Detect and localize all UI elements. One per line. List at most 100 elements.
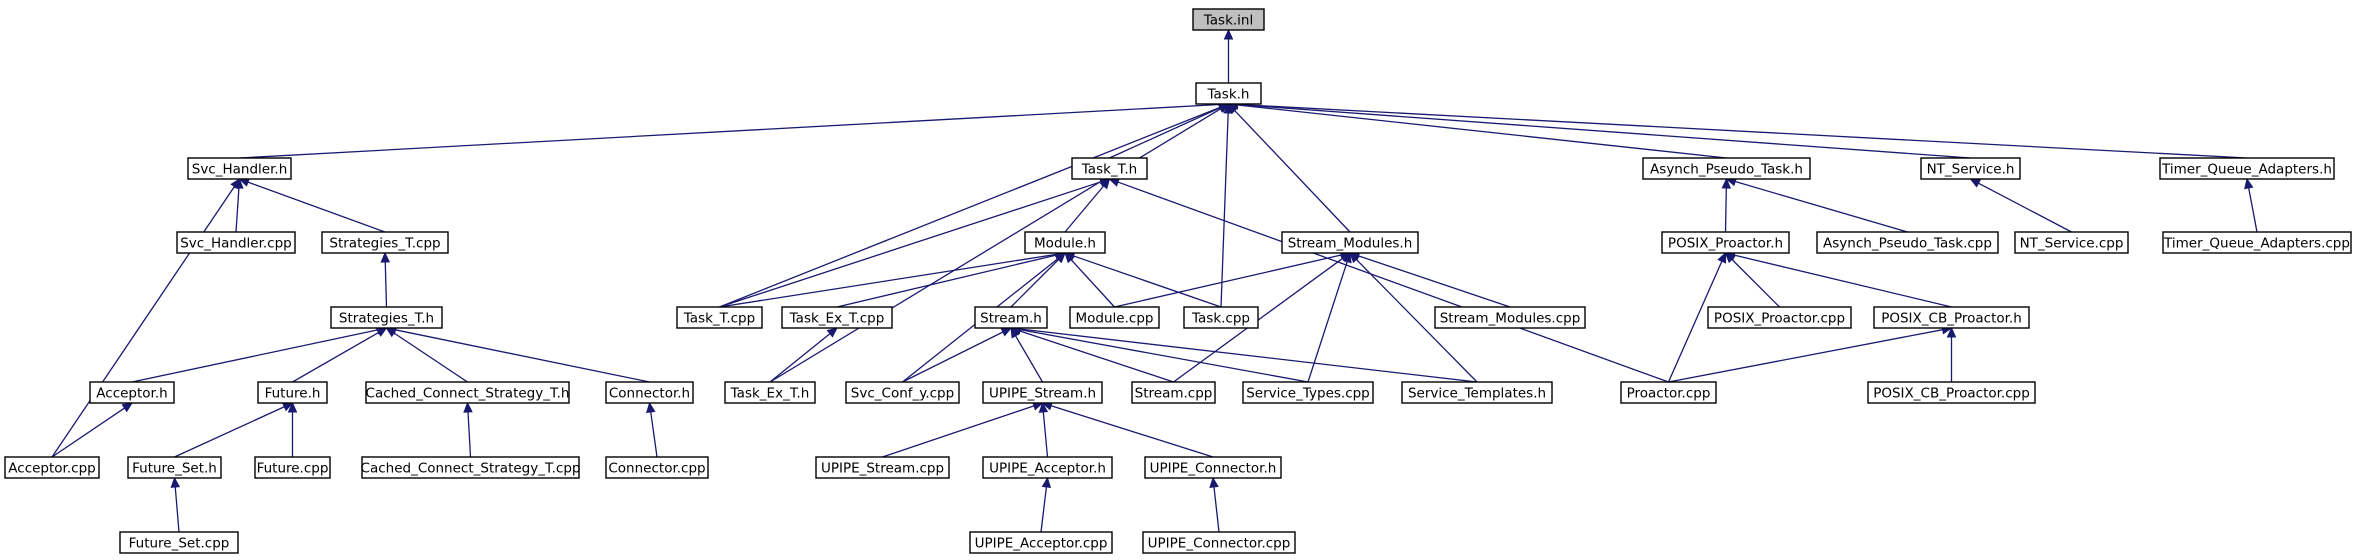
node-label: Task.h xyxy=(1207,87,1250,103)
node-module-cpp[interactable]: Module.cpp xyxy=(1069,306,1160,329)
node-timer-queue-adapters-h[interactable]: Timer_Queue_Adapters.h xyxy=(2159,157,2335,180)
node-service-templates-h[interactable]: Service_Templates.h xyxy=(1401,381,1553,404)
edge-strategies-t-cpp-to-svc-handler-h xyxy=(238,177,386,233)
node-box xyxy=(969,531,1113,554)
node-posix-cb-proactor-cpp[interactable]: POSIX_CB_Proactor.cpp xyxy=(1867,381,2036,404)
node-label: Future.h xyxy=(265,386,321,402)
node-box xyxy=(1192,8,1265,31)
node-label: POSIX_Proactor.h xyxy=(1668,236,1783,252)
node-upipe-acceptor-h[interactable]: UPIPE_Acceptor.h xyxy=(982,456,1113,479)
node-nt-service-h[interactable]: NT_Service.h xyxy=(1920,157,2021,180)
node-acceptor-cpp[interactable]: Acceptor.cpp xyxy=(4,456,100,479)
node-box xyxy=(1024,231,1106,254)
node-asynch-pseudo-task-cpp[interactable]: Asynch_Pseudo_Task.cpp xyxy=(1816,231,1999,254)
node-box xyxy=(187,157,292,180)
node-label: Svc_Conf_y.cpp xyxy=(851,386,954,402)
node-asynch-pseudo-task-h[interactable]: Asynch_Pseudo_Task.h xyxy=(1642,157,1811,180)
node-svc-handler-h[interactable]: Svc_Handler.h xyxy=(187,157,292,180)
node-stream-cpp[interactable]: Stream.cpp xyxy=(1131,381,1216,404)
node-label: Module.cpp xyxy=(1076,311,1154,327)
node-label: Service_Templates.h xyxy=(1408,386,1546,402)
node-upipe-acceptor-cpp[interactable]: UPIPE_Acceptor.cpp xyxy=(969,531,1113,554)
node-box xyxy=(176,231,296,254)
node-upipe-stream-cpp[interactable]: UPIPE_Stream.cpp xyxy=(815,456,950,479)
edge-task-t-h-to-task-h xyxy=(1109,103,1230,159)
node-svc-handler-cpp[interactable]: Svc_Handler.cpp xyxy=(176,231,296,254)
node-task-ex-t-h[interactable]: Task_Ex_T.h xyxy=(724,381,816,404)
node-label: Strategies_T.h xyxy=(339,311,434,327)
edge-stream-h-to-module-h xyxy=(1010,252,1066,308)
node-upipe-stream-h[interactable]: UPIPE_Stream.h xyxy=(982,381,1103,404)
node-label: Asynch_Pseudo_Task.h xyxy=(1650,162,1803,178)
node-strategies-t-cpp[interactable]: Strategies_T.cpp xyxy=(321,231,449,254)
node-cached-connect-strategy-t-cpp[interactable]: Cached_Connect_Strategy_T.cpp xyxy=(361,456,581,479)
edge-task-ex-t-h-to-task-h xyxy=(769,103,1230,383)
node-task-ex-t-cpp[interactable]: Task_Ex_T.cpp xyxy=(781,306,893,329)
node-connector-cpp[interactable]: Connector.cpp xyxy=(605,456,709,479)
node-label: UPIPE_Stream.cpp xyxy=(821,461,944,477)
edge-future-set-h-to-future-h xyxy=(174,402,294,458)
node-future-set-cpp[interactable]: Future_Set.cpp xyxy=(119,531,239,554)
node-box xyxy=(127,456,222,479)
node-future-h[interactable]: Future.h xyxy=(257,381,328,404)
node-stream-modules-cpp[interactable]: Stream_Modules.cpp xyxy=(1434,306,1586,329)
node-box xyxy=(1434,306,1586,329)
edge-upipe-stream-h-to-stream-h xyxy=(1010,326,1044,383)
node-label: Acceptor.h xyxy=(96,386,167,402)
node-box xyxy=(974,306,1048,329)
edge-nt-service-cpp-to-nt-service-h xyxy=(1969,178,2072,233)
edge-service-types-cpp-to-stream-modules-h xyxy=(1307,251,1352,383)
node-label: Task_T.h xyxy=(1081,162,1137,178)
node-label: Timer_Queue_Adapters.h xyxy=(2161,162,2332,178)
edge-timer-queue-adapters-h-to-task-h xyxy=(1227,99,2248,159)
edge-posix-proactor-cpp-to-posix-proactor-h xyxy=(1724,252,1780,308)
node-cached-connect-strategy-t-h[interactable]: Cached_Connect_Strategy_T.h xyxy=(365,381,570,404)
node-label: Acceptor.cpp xyxy=(8,461,95,477)
node-task-inl[interactable]: Task.inl xyxy=(1192,8,1265,31)
node-service-types-cpp[interactable]: Service_Types.cpp xyxy=(1242,381,1374,404)
node-upipe-connector-h[interactable]: UPIPE_Connector.h xyxy=(1144,456,1282,479)
node-box xyxy=(1071,157,1148,180)
node-task-t-cpp[interactable]: Task_T.cpp xyxy=(676,306,763,329)
node-label: UPIPE_Connector.h xyxy=(1150,461,1277,477)
edge-stream-modules-cpp-to-stream-modules-h xyxy=(1348,251,1511,308)
edge-task-ex-t-h-to-task-ex-t-cpp xyxy=(769,327,838,383)
node-box xyxy=(1131,381,1216,404)
node-posix-proactor-cpp[interactable]: POSIX_Proactor.cpp xyxy=(1707,306,1852,329)
edge-future-h-to-strategies-t-h xyxy=(292,327,388,383)
node-upipe-connector-cpp[interactable]: UPIPE_Connector.cpp xyxy=(1142,531,1296,554)
node-box xyxy=(365,381,570,404)
node-stream-modules-h[interactable]: Stream_Modules.h xyxy=(1281,231,1419,254)
node-nt-service-cpp[interactable]: NT_Service.cpp xyxy=(2014,231,2129,254)
node-posix-cb-proactor-h[interactable]: POSIX_CB_Proactor.h xyxy=(1873,306,2030,329)
node-label: UPIPE_Acceptor.h xyxy=(989,461,1106,477)
node-task-h[interactable]: Task.h xyxy=(1195,82,1262,105)
node-strategies-t-h[interactable]: Strategies_T.h xyxy=(330,306,443,329)
node-box xyxy=(724,381,816,404)
node-module-h[interactable]: Module.h xyxy=(1024,231,1106,254)
edge-task-cpp-to-module-h xyxy=(1063,251,1222,308)
node-future-cpp[interactable]: Future.cpp xyxy=(254,456,331,479)
node-label: Task_Ex_T.cpp xyxy=(789,311,885,327)
node-task-cpp[interactable]: Task.cpp xyxy=(1183,306,1259,329)
node-label: Cached_Connect_Strategy_T.h xyxy=(366,386,570,402)
node-svc-conf-y-cpp[interactable]: Svc_Conf_y.cpp xyxy=(845,381,960,404)
node-posix-proactor-h[interactable]: POSIX_Proactor.h xyxy=(1661,231,1790,254)
node-timer-queue-adapters-cpp[interactable]: Timer_Queue_Adapters.cpp xyxy=(2162,231,2352,254)
node-future-set-h[interactable]: Future_Set.h xyxy=(127,456,222,479)
node-box xyxy=(1642,157,1811,180)
node-task-t-h[interactable]: Task_T.h xyxy=(1071,157,1148,180)
edge-upipe-acceptor-cpp-to-upipe-acceptor-h xyxy=(1040,476,1052,533)
edge-acceptor-h-to-strategies-t-h xyxy=(131,325,388,383)
node-connector-h[interactable]: Connector.h xyxy=(605,381,694,404)
node-label: POSIX_Proactor.cpp xyxy=(1714,311,1845,327)
node-label: Asynch_Pseudo_Task.cpp xyxy=(1823,236,1992,252)
edge-task-ex-t-cpp-to-module-h xyxy=(836,250,1067,308)
node-proactor-cpp[interactable]: Proactor.cpp xyxy=(1620,381,1717,404)
node-label: Stream.h xyxy=(980,311,1042,327)
edge-service-templates-h-to-stream-modules-h xyxy=(1349,252,1478,383)
node-acceptor-h[interactable]: Acceptor.h xyxy=(89,381,175,404)
node-label: Task.cpp xyxy=(1191,311,1250,327)
node-box xyxy=(1867,381,2036,404)
node-stream-h[interactable]: Stream.h xyxy=(974,306,1048,329)
